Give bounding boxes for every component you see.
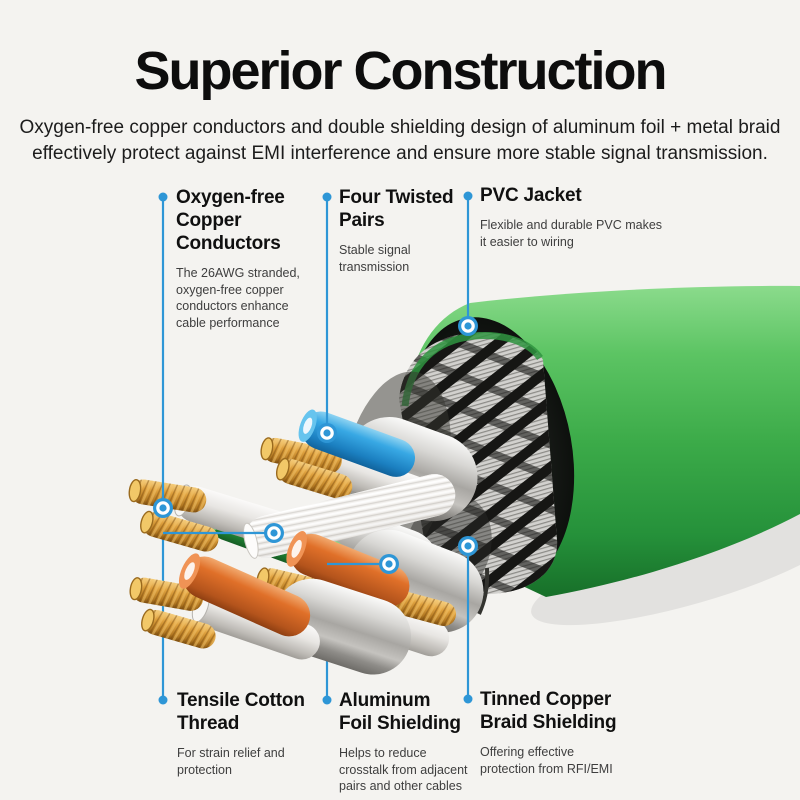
label-foil-shielding-description: Helps to reduce crosstalk from adjacent … (339, 746, 468, 793)
orange-wire-mid (286, 531, 410, 607)
callout-bullets (158, 191, 473, 705)
page-title: Superior Construction (134, 41, 667, 101)
callout-bullet-tensile (158, 695, 168, 705)
cable (128, 285, 800, 675)
label-twisted-pairs: Four Twisted Pairs Stable signal transmi… (339, 186, 469, 275)
callout-bullet-pairs (322, 192, 332, 202)
label-pvc-jacket-description: Flexible and durable PVC makes it easier… (480, 218, 663, 249)
twisted-pair-orange-left (129, 553, 412, 675)
label-braid-shielding-heading: Tinned Copper Braid Shielding (480, 689, 617, 733)
label-cotton-thread-description: For strain relief and protection (177, 746, 285, 777)
label-braid-shielding-description: Offering effective protection from RFI/E… (480, 745, 613, 776)
callout-marker-pairs (317, 423, 337, 443)
callout-bullet-braid (463, 694, 473, 704)
label-foil-shielding: Aluminum Foil Shielding Helps to reduce … (339, 689, 489, 795)
page-subtitle: Oxygen-free copper conductors and double… (19, 117, 781, 164)
callout-lines-over (161, 196, 470, 699)
copper-conductor (275, 457, 353, 500)
label-copper-conductors-heading: Oxygen-free Copper Conductors (176, 187, 285, 254)
orange-wire-left (178, 553, 311, 637)
callout-markers (153, 316, 478, 574)
copper-conductor (141, 608, 216, 649)
braid-strand (477, 567, 490, 615)
label-copper-conductors: Oxygen-free Copper Conductors The 26AWG … (176, 186, 318, 331)
label-braid-shielding: Tinned Copper Braid Shielding Offering e… (480, 688, 660, 777)
callout-bullet-jacket (463, 191, 473, 201)
callout-marker-tensile (264, 523, 284, 543)
callout-marker-jacket (458, 316, 478, 336)
callout-bullet-copper (158, 192, 168, 202)
label-copper-conductors-description: The 26AWG stranded, oxygen-free copper c… (176, 266, 300, 330)
label-cotton-thread: Tensile Cotton Thread For strain relief … (177, 689, 342, 778)
callout-bullet-aluminum (322, 695, 332, 705)
label-pvc-jacket-heading: PVC Jacket (480, 185, 582, 206)
callout-marker-copper (153, 498, 173, 518)
label-cotton-thread-heading: Tensile Cotton Thread (177, 690, 305, 734)
cable-shadow (531, 510, 800, 626)
label-foil-shielding-heading: Aluminum Foil Shielding (339, 690, 461, 734)
callout-marker-braid (458, 536, 478, 556)
label-twisted-pairs-heading: Four Twisted Pairs (339, 187, 454, 231)
callout-marker-aluminum (379, 554, 399, 574)
copper-conductor (140, 510, 219, 552)
label-pvc-jacket: PVC Jacket Flexible and durable PVC make… (480, 184, 690, 250)
copper-conductor (128, 479, 207, 513)
label-twisted-pairs-description: Stable signal transmission (339, 243, 411, 274)
